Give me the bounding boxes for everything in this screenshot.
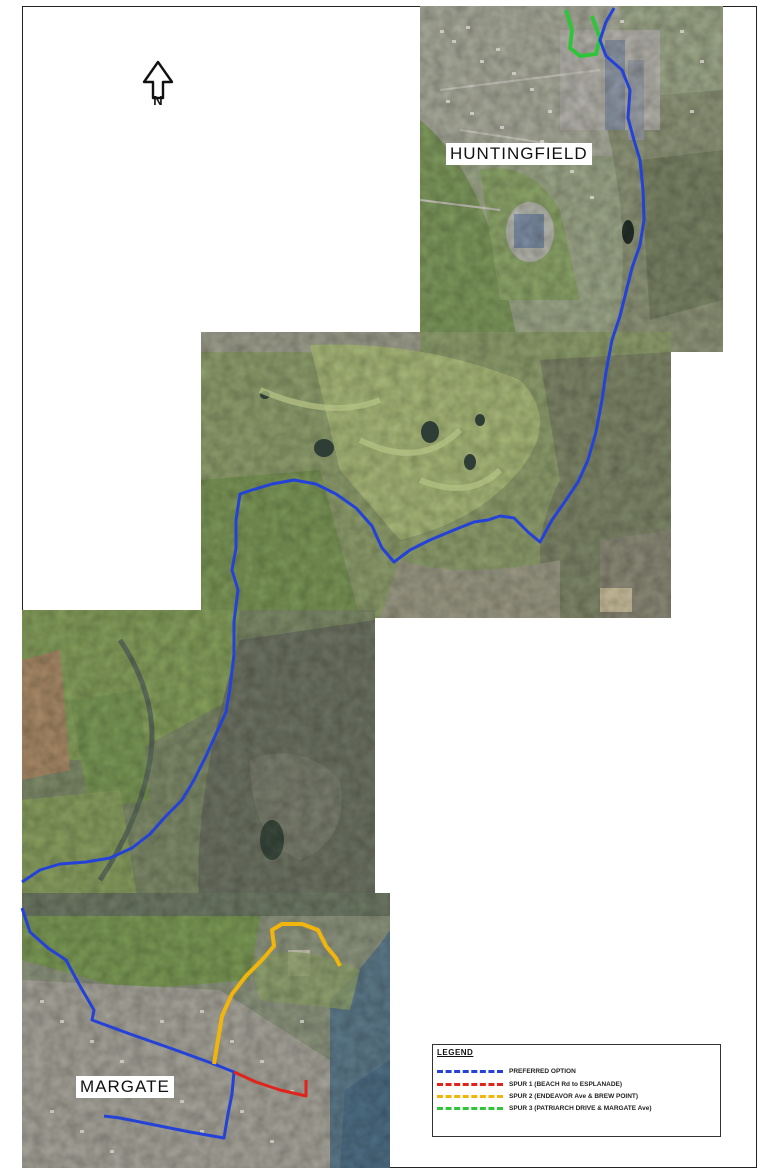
legend-swatch-green bbox=[437, 1106, 503, 1110]
legend-label: PREFERRED OPTION bbox=[509, 1067, 576, 1075]
legend-label: SPUR 1 (BEACH Rd to ESPLANADE) bbox=[509, 1080, 623, 1088]
legend-swatch-yellow bbox=[437, 1094, 503, 1098]
legend-swatch-red bbox=[437, 1082, 503, 1086]
aerial-tile-huntingfield bbox=[420, 6, 723, 352]
legend-label: SPUR 2 (ENDEAVOR Ave & BREW POINT) bbox=[509, 1092, 639, 1100]
legend-item-spur-3: SPUR 3 (PATRIARCH DRIVE & MARGATE Ave) bbox=[437, 1103, 652, 1113]
map-legend: LEGEND PREFERRED OPTION SPUR 1 (BEACH Rd… bbox=[432, 1044, 721, 1137]
legend-item-spur-2: SPUR 2 (ENDEAVOR Ave & BREW POINT) bbox=[437, 1091, 638, 1101]
place-label-margate: MARGATE bbox=[76, 1076, 174, 1098]
aerial-tile-bay bbox=[22, 610, 375, 916]
legend-swatch-blue bbox=[437, 1069, 503, 1073]
route-spur-2 bbox=[212, 922, 342, 1065]
route-preferred-option bbox=[21, 7, 646, 884]
north-arrow-label: N bbox=[153, 93, 162, 108]
legend-title: LEGEND bbox=[437, 1048, 474, 1057]
place-label-huntingfield: HUNTINGFIELD bbox=[446, 143, 592, 165]
aerial-tile-golf-course bbox=[201, 332, 671, 618]
legend-item-preferred-option: PREFERRED OPTION bbox=[437, 1066, 576, 1076]
north-arrow-icon: N bbox=[142, 60, 174, 108]
route-preferred-option-margate bbox=[20, 907, 236, 1140]
aerial-tile-margate bbox=[22, 893, 390, 1168]
legend-item-spur-1: SPUR 1 (BEACH Rd to ESPLANADE) bbox=[437, 1079, 622, 1089]
legend-label: SPUR 3 (PATRIARCH DRIVE & MARGATE Ave) bbox=[509, 1104, 652, 1112]
route-spur-1 bbox=[233, 1070, 308, 1098]
